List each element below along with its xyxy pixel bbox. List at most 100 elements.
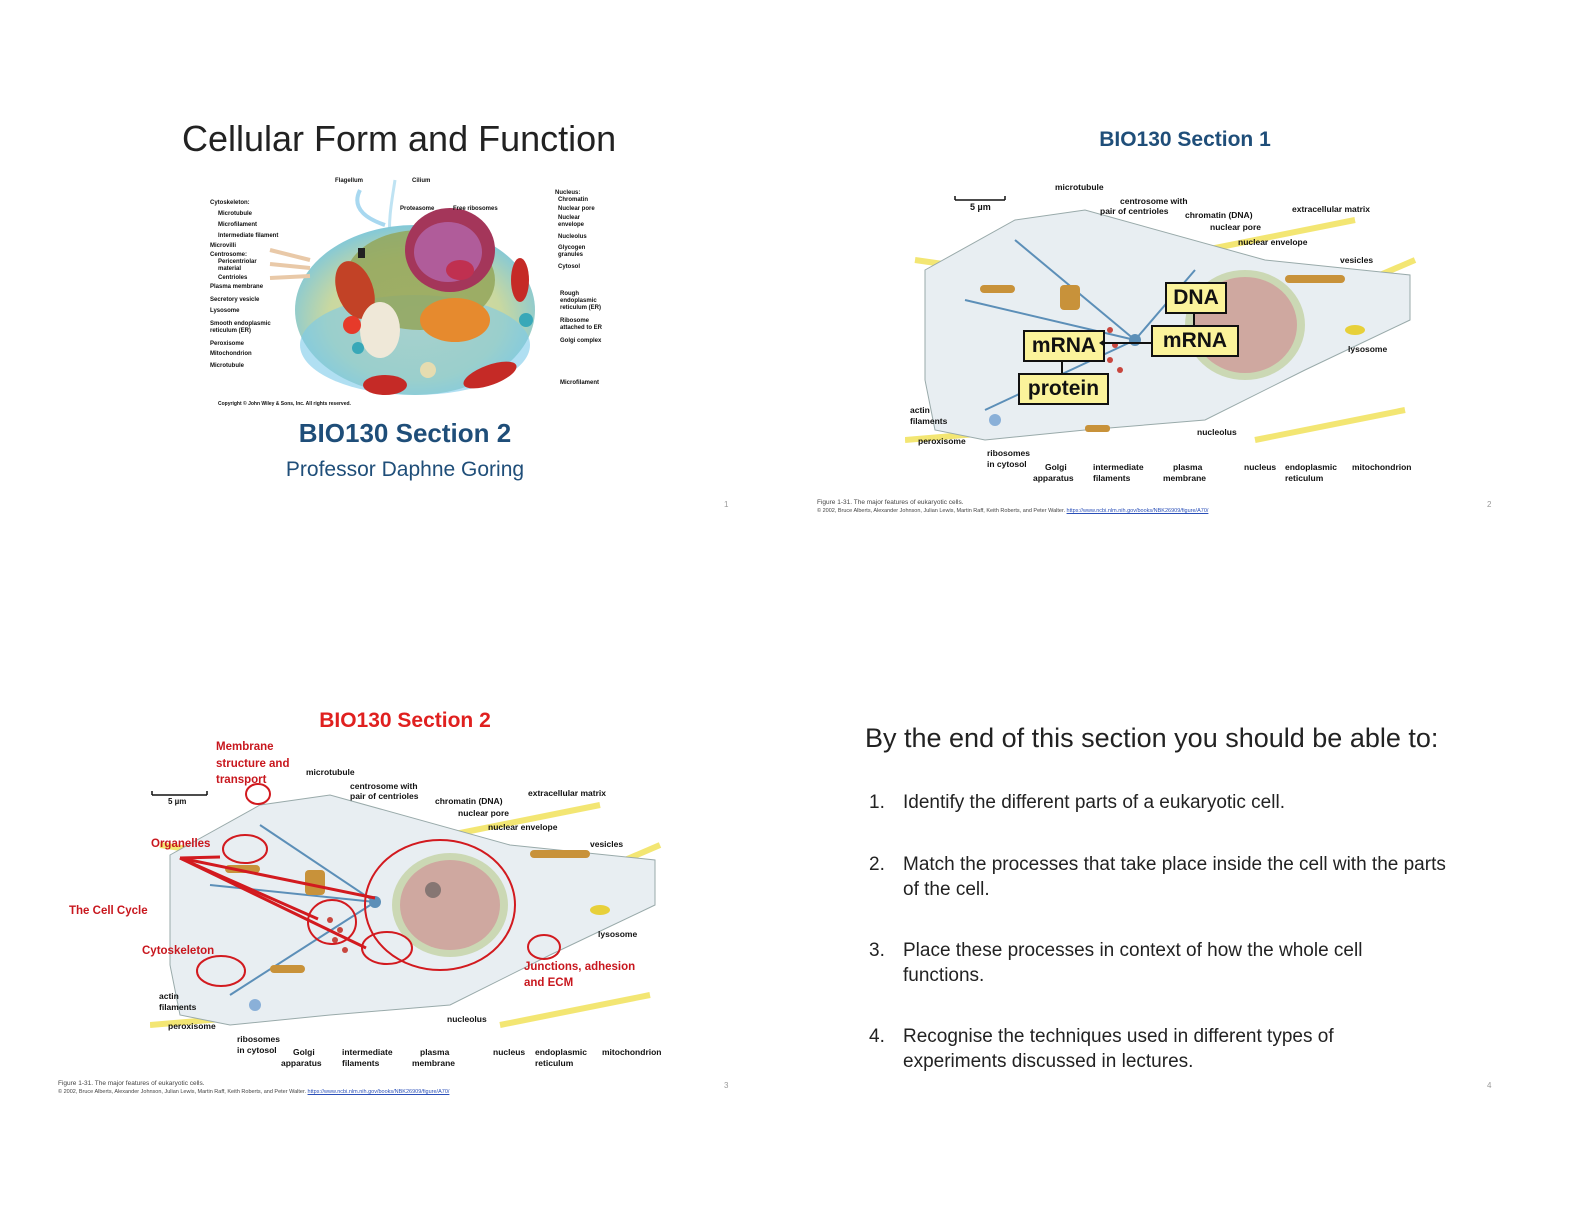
objective-number: 3. bbox=[869, 940, 885, 961]
label-centrioles: Centrioles bbox=[218, 275, 248, 281]
label-intermediate-filaments: filaments bbox=[342, 1058, 380, 1068]
label-plasma: plasma bbox=[420, 1047, 450, 1057]
label-microvilli: Microvilli bbox=[210, 243, 237, 249]
label-plasma-membrane: membrane bbox=[412, 1058, 455, 1068]
label-centrioles: pair of centrioles bbox=[1100, 206, 1169, 216]
label-nuclear-pore: nuclear pore bbox=[1210, 222, 1262, 232]
label-lysosome: Lysosome bbox=[210, 308, 240, 314]
source-link[interactable]: https://www.ncbi.nlm.nih.gov/books/NBK26… bbox=[1066, 508, 1209, 514]
label-rough: Rough bbox=[560, 291, 579, 297]
annotation-membrane: Membrane bbox=[216, 741, 274, 753]
label-microfilament-2: Microfilament bbox=[560, 380, 600, 386]
label-lysosome: lysosome bbox=[1348, 344, 1388, 354]
mrna-nucleus-box: mRNA bbox=[1151, 325, 1239, 357]
label-actin: actin bbox=[910, 405, 930, 415]
slide-title: BIO130 Section 2 bbox=[319, 709, 491, 732]
label-intermediate-filament: Intermediate filament bbox=[218, 233, 279, 239]
label-envelope: envelope bbox=[558, 222, 585, 228]
label-proteasome: Proteasome bbox=[400, 206, 435, 212]
annotated-cell-illustration bbox=[149, 783, 662, 1028]
label-centrosome: Centrosome: bbox=[210, 252, 248, 258]
page-number: 2 bbox=[1487, 500, 1492, 509]
scale-bar-label: 5 µm bbox=[168, 797, 187, 806]
credit-text: © 2002, Bruce Alberts, Alexander Johnson… bbox=[58, 1089, 307, 1095]
label-plasma-membrane: Plasma membrane bbox=[210, 284, 264, 290]
label-mitochondrion: mitochondrion bbox=[1352, 462, 1412, 472]
animal-cell-figure: Cytoskeleton: Microtubule Microfilament … bbox=[210, 170, 610, 410]
slide-3: BIO130 Section 2 bbox=[10, 615, 790, 1205]
label-nuclear-envelope: nuclear envelope bbox=[488, 822, 558, 832]
label-actin-filaments: filaments bbox=[910, 416, 948, 426]
label-in-cytosol: in cytosol bbox=[987, 459, 1027, 469]
objective-number: 2. bbox=[869, 854, 885, 875]
label-centrosome: centrosome with bbox=[350, 781, 418, 791]
label-golgi: Golgi bbox=[293, 1047, 315, 1057]
label-ribosomes: ribosomes bbox=[987, 448, 1030, 458]
annotation-cytoskeleton: Cytoskeleton bbox=[142, 945, 215, 957]
label-peroxisome: Peroxisome bbox=[210, 341, 245, 347]
label-peroxisome: peroxisome bbox=[168, 1021, 216, 1031]
scale-bar-label: 5 µm bbox=[970, 202, 991, 212]
label-endoplasmic: endoplasmic bbox=[560, 298, 597, 304]
label-nucleolus: nucleolus bbox=[1197, 427, 1237, 437]
annotated-cell-figure: 5 µm microtubule centrosome with pair of… bbox=[149, 765, 670, 1075]
label-microtubule: microtubule bbox=[306, 767, 355, 777]
label-nucleolus: nucleolus bbox=[447, 1014, 487, 1024]
label-golgi-apparatus: apparatus bbox=[281, 1058, 322, 1068]
label-intermediate: intermediate bbox=[342, 1047, 393, 1057]
eukaryotic-cell-figure: 5 µm microtubule centrosome with pair of… bbox=[904, 180, 1425, 490]
label-microtubule: Microtubule bbox=[218, 211, 252, 217]
slide-4: By the end of this section you should be… bbox=[795, 615, 1575, 1205]
credit-text: © 2002, Bruce Alberts, Alexander Johnson… bbox=[817, 508, 1066, 514]
mrna-cytoplasm-box: mRNA bbox=[1023, 330, 1105, 362]
label-ribosome: Ribosome bbox=[560, 318, 590, 324]
figure-credit: © 2002, Bruce Alberts, Alexander Johnson… bbox=[58, 1089, 449, 1095]
label-chromatin: chromatin (DNA) bbox=[435, 796, 503, 806]
label-golgi: Golgi bbox=[1045, 462, 1067, 472]
figure-copyright: Copyright © John Wiley & Sons, Inc. All … bbox=[218, 401, 351, 407]
label-nuclear: Nuclear bbox=[558, 215, 581, 221]
source-link[interactable]: https://www.ncbi.nlm.nih.gov/books/NBK26… bbox=[307, 1089, 450, 1095]
annotation-membrane-2: structure and bbox=[216, 758, 290, 770]
label-attached-to-er: attached to ER bbox=[560, 325, 603, 331]
label-vesicles: vesicles bbox=[590, 839, 624, 849]
slide-1: Cellular Form and Function bbox=[10, 30, 790, 620]
page-number: 4 bbox=[1487, 1081, 1492, 1090]
label-chromatin: chromatin (DNA) bbox=[1185, 210, 1253, 220]
label-in-cytosol: in cytosol bbox=[237, 1045, 277, 1055]
label-free-ribosomes: Free ribosomes bbox=[453, 206, 498, 212]
label-actin: actin bbox=[159, 991, 179, 1001]
label-centrioles: pair of centrioles bbox=[350, 791, 419, 801]
label-actin-filaments: filaments bbox=[159, 1002, 197, 1012]
label-intermediate-filaments: filaments bbox=[1093, 473, 1131, 483]
label-mitochondrion: mitochondrion bbox=[602, 1047, 662, 1057]
label-plasma-membrane: membrane bbox=[1163, 473, 1206, 483]
label-mitochondrion: Mitochondrion bbox=[210, 351, 252, 357]
label-lysosome: lysosome bbox=[598, 929, 638, 939]
objective-number: 1. bbox=[869, 792, 885, 813]
label-nucleus: nucleus bbox=[1244, 462, 1277, 472]
label-extracellular-matrix: extracellular matrix bbox=[1292, 204, 1370, 214]
label-smooth-er-2: reticulum (ER) bbox=[210, 328, 252, 334]
objective-number: 4. bbox=[869, 1026, 885, 1047]
label-microtubule: microtubule bbox=[1055, 182, 1104, 192]
label-microtubule-2: Microtubule bbox=[210, 363, 244, 369]
label-granules: granules bbox=[558, 252, 584, 258]
label-nucleolus: Nucleolus bbox=[558, 234, 587, 240]
label-glycogen: Glycogen bbox=[558, 245, 586, 251]
label-reticulum: reticulum bbox=[1285, 473, 1324, 483]
annotation-junctions: Junctions, adhesion bbox=[524, 961, 636, 973]
figure-credit: © 2002, Bruce Alberts, Alexander Johnson… bbox=[817, 508, 1208, 514]
label-secretory-vesicle: Secretory vesicle bbox=[210, 297, 260, 303]
objective-text: Recognise the techniques used in differe… bbox=[903, 1026, 1334, 1072]
section-title: BIO130 Section 2 bbox=[298, 418, 512, 448]
label-pericentriolar: Pericentriolar bbox=[218, 259, 257, 265]
label-reticulum: reticulum bbox=[535, 1058, 574, 1068]
label-nucleus: Nucleus: bbox=[555, 190, 581, 196]
slide-2: BIO130 Section 1 5 µm microtubule bbox=[795, 30, 1575, 620]
animal-cell-illustration bbox=[269, 179, 535, 395]
label-smooth-er: Smooth endoplasmic bbox=[210, 321, 271, 327]
annotation-cell-cycle: The Cell Cycle bbox=[69, 905, 148, 917]
label-cilium: Cilium bbox=[412, 178, 431, 184]
protein-box: protein bbox=[1018, 373, 1109, 405]
